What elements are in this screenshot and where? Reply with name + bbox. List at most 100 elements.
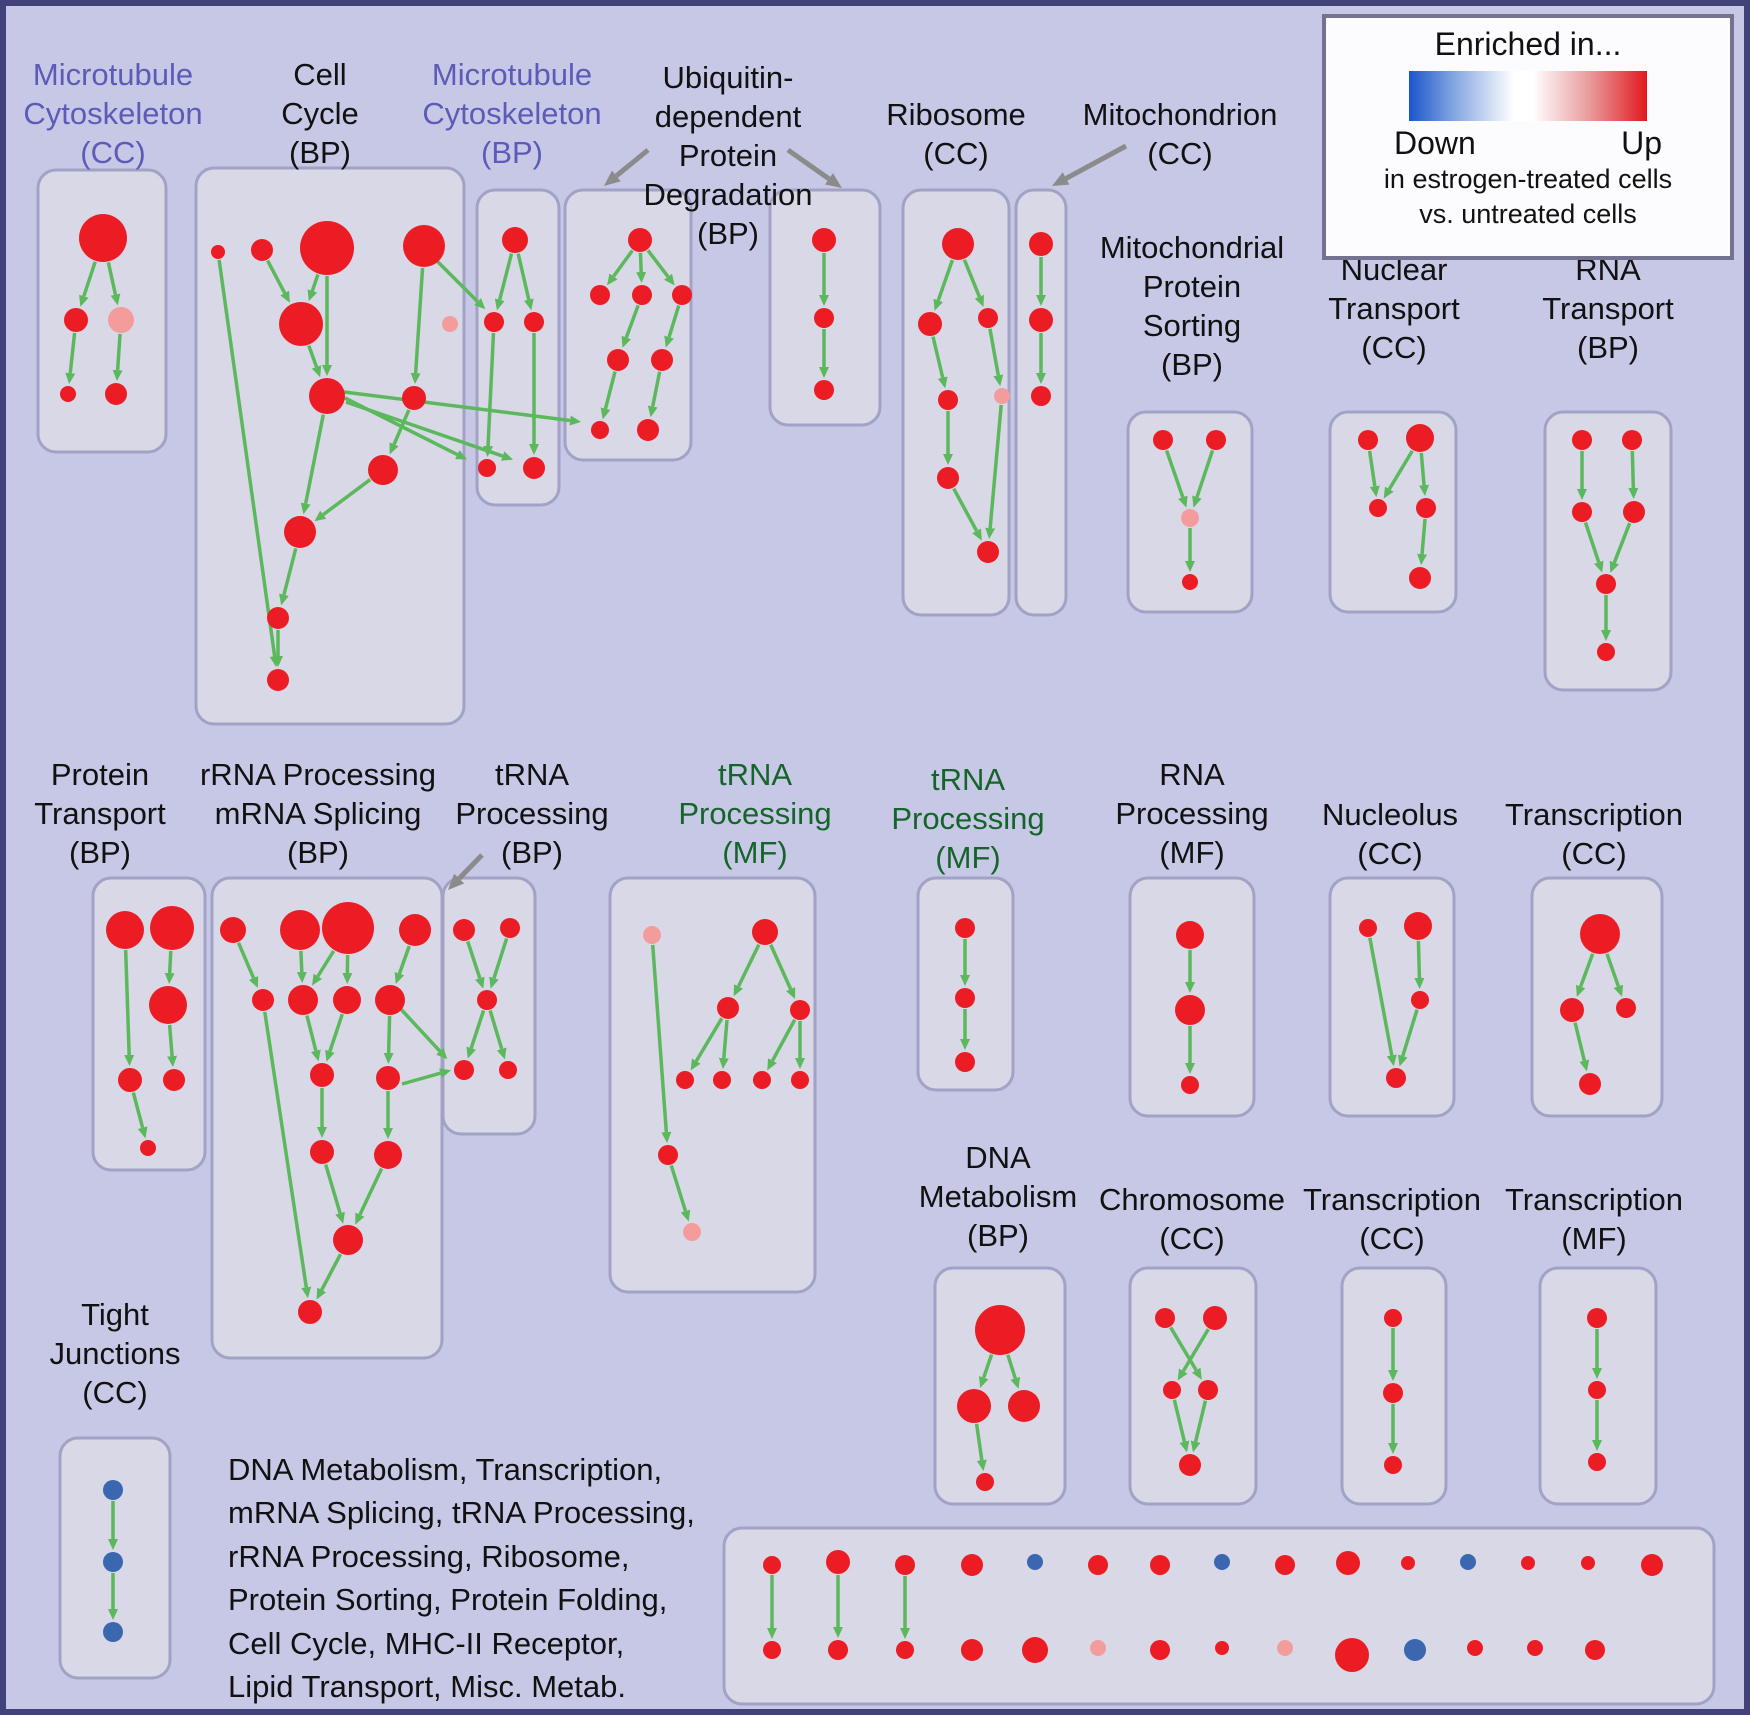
go-term-node	[403, 225, 445, 267]
go-term-node	[1384, 1309, 1402, 1327]
edge-arrow	[123, 949, 135, 1067]
go-term-node	[790, 1000, 810, 1020]
edge-arrow	[718, 1019, 729, 1070]
go-term-node	[280, 910, 320, 950]
label-pointer-arrow	[786, 147, 843, 188]
go-term-node	[309, 378, 345, 414]
cluster-box-ubiquitin-degradation-bp	[563, 188, 693, 462]
cluster-box-microtubule-cytoskeleton-bp	[475, 188, 561, 507]
go-term-node	[1616, 998, 1636, 1018]
edge-arrow	[733, 943, 761, 997]
go-term-node	[658, 1145, 678, 1165]
edge-arrow	[1164, 449, 1188, 508]
go-term-node	[812, 228, 836, 252]
edge-arrow	[355, 1167, 384, 1225]
go-term-node	[1409, 567, 1431, 589]
edge-arrow	[164, 950, 175, 985]
go-term-node	[1163, 1381, 1181, 1399]
go-term-node	[267, 669, 289, 691]
go-term-node	[333, 1225, 363, 1255]
edge-arrow	[466, 1009, 486, 1059]
go-term-node	[937, 467, 959, 489]
go-term-node	[1416, 498, 1436, 518]
edge-arrow	[1573, 1022, 1590, 1072]
edge-arrow	[314, 478, 372, 522]
go-term-node	[60, 386, 76, 402]
go-term-node	[1404, 912, 1432, 940]
edge-arrow	[1417, 518, 1428, 566]
go-term-node	[1150, 1640, 1170, 1660]
go-term-node	[502, 227, 528, 253]
go-term-node	[713, 1071, 731, 1089]
go-term-node	[1580, 914, 1620, 954]
go-term-node	[484, 312, 504, 332]
edge-arrow	[307, 273, 320, 302]
go-term-node	[975, 1305, 1025, 1355]
go-term-node	[1383, 1383, 1403, 1403]
edge-arrow	[1397, 1009, 1419, 1067]
legend-gradient-bar	[1409, 71, 1647, 121]
go-term-node	[105, 383, 127, 405]
go-term-node	[1597, 643, 1615, 661]
go-term-node	[1150, 1555, 1170, 1575]
annotation-line: rRNA Processing, Ribosome,	[228, 1538, 630, 1574]
go-term-node	[676, 1071, 694, 1089]
edge-arrow	[1172, 1399, 1190, 1453]
edge-arrow	[112, 333, 123, 382]
go-term-node	[1521, 1556, 1535, 1570]
edge-arrow	[324, 1163, 345, 1224]
go-term-node	[607, 349, 629, 371]
edge-arrow	[300, 414, 326, 515]
edge-arrow	[1383, 449, 1414, 499]
go-term-node	[1029, 232, 1053, 256]
edge-arrow	[664, 304, 681, 348]
go-term-node	[1581, 1556, 1595, 1570]
go-term-node	[1022, 1637, 1048, 1663]
go-term-node	[1031, 386, 1051, 406]
go-term-node	[1335, 1638, 1369, 1672]
edge-arrow	[690, 1017, 724, 1071]
legend-subtitle-1: in estrogen-treated cells	[1383, 164, 1673, 194]
go-term-node	[628, 228, 652, 252]
cross-edge-arrow	[432, 256, 486, 310]
go-term-node	[477, 990, 497, 1010]
edge-arrow	[974, 1423, 987, 1472]
edge-arrow	[266, 259, 290, 303]
go-term-node	[637, 419, 659, 441]
go-term-node	[103, 1622, 123, 1642]
go-term-node	[310, 1063, 334, 1087]
go-term-node	[1206, 430, 1226, 450]
go-term-node	[1384, 1456, 1402, 1474]
edge-arrow	[494, 253, 514, 311]
go-term-node	[918, 312, 942, 336]
cross-edge-arrow	[345, 400, 514, 461]
edge-arrow	[1177, 1328, 1210, 1381]
go-term-node	[1572, 430, 1592, 450]
go-term-node	[1404, 1639, 1426, 1661]
label-pointer-arrow	[603, 148, 650, 186]
go-term-node	[1182, 574, 1198, 590]
legend-up-label: Up	[1621, 125, 1662, 161]
go-term-node	[1029, 308, 1053, 332]
go-term-node	[1155, 1308, 1175, 1328]
go-term-node	[118, 1068, 142, 1092]
go-term-node	[64, 308, 88, 332]
edge-arrow	[131, 1092, 148, 1139]
go-term-node	[442, 316, 458, 332]
go-term-node	[322, 902, 374, 954]
edge-arrow	[305, 1015, 321, 1062]
go-term-node	[683, 1223, 701, 1241]
go-term-node	[1596, 574, 1616, 594]
edge-arrow	[316, 1253, 343, 1300]
edge-arrow	[1628, 450, 1639, 500]
go-term-node	[220, 917, 246, 943]
annotation-line: Lipid Transport, Misc. Metab.	[228, 1668, 626, 1704]
go-term-node	[977, 541, 999, 563]
legend-title: Enriched in...	[1434, 26, 1622, 62]
go-term-node	[1215, 1641, 1229, 1655]
go-term-node	[961, 1639, 983, 1661]
go-term-node	[1623, 501, 1645, 523]
go-term-node	[591, 421, 609, 439]
go-term-node	[1406, 424, 1434, 452]
